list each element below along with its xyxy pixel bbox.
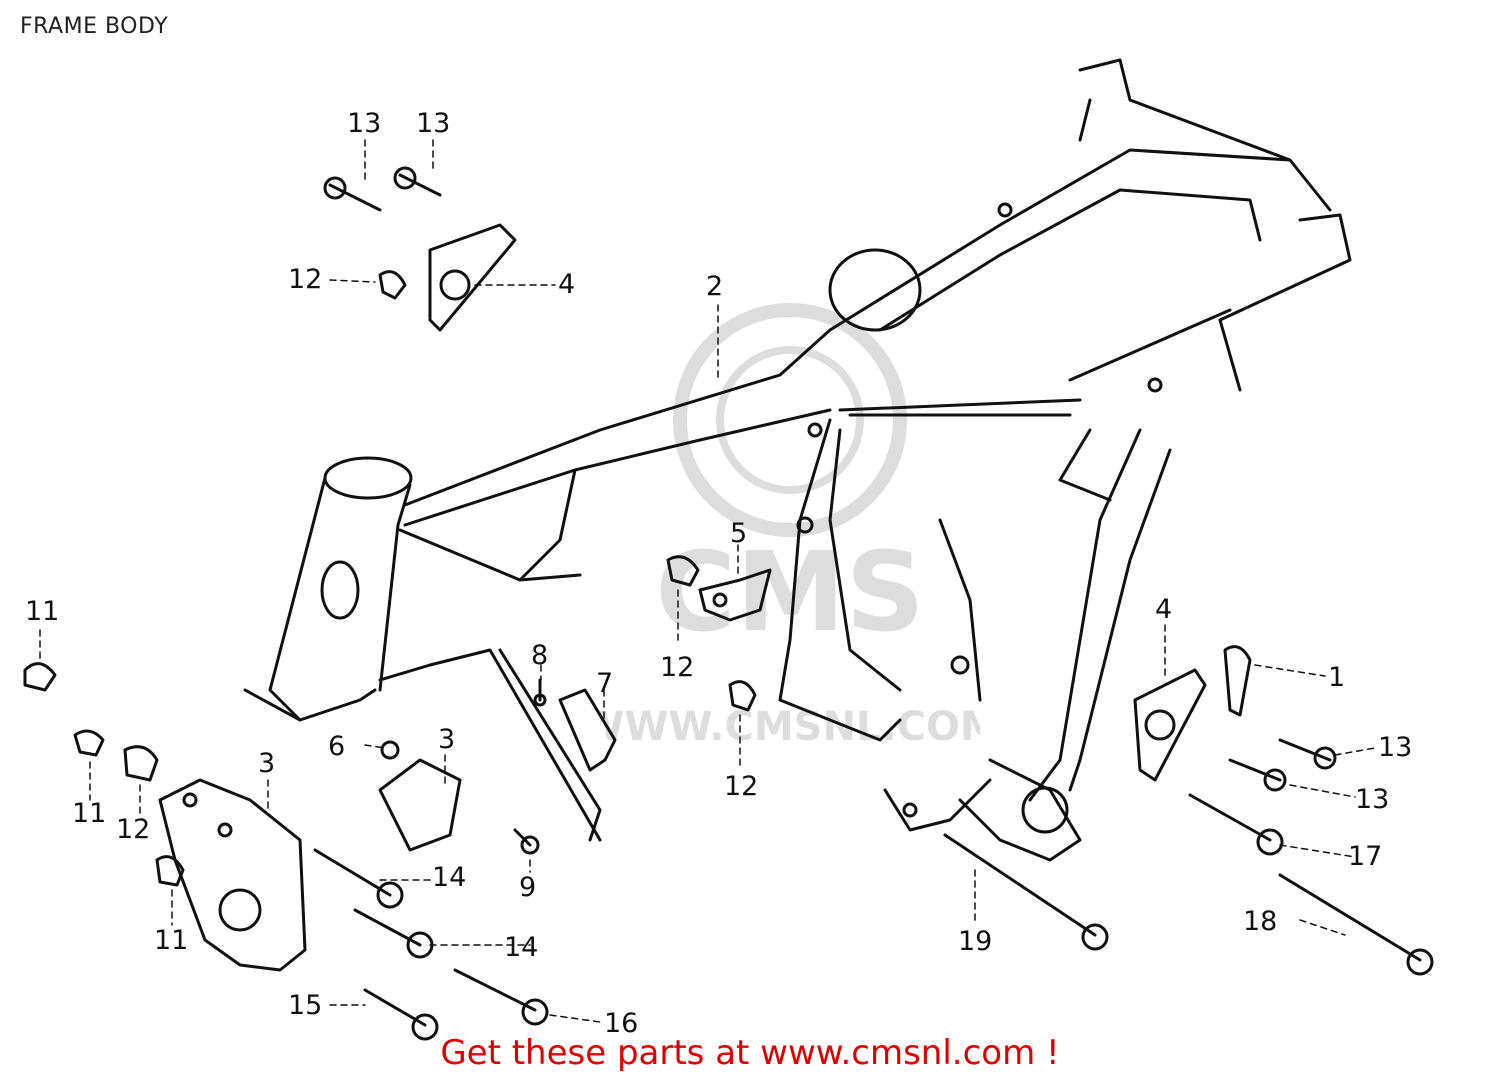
callout-11c: 11 <box>154 925 189 956</box>
part-8-screw <box>533 678 547 707</box>
part-3-bracket <box>158 778 307 972</box>
callout-16: 16 <box>604 1008 639 1039</box>
bolt-items <box>313 166 1434 1041</box>
callout-7: 7 <box>596 668 614 699</box>
callout-12c: 12 <box>724 771 759 802</box>
callout-6: 5 <box>730 518 748 549</box>
part-7-plate <box>558 688 617 772</box>
nut-items <box>23 270 757 887</box>
callout-13c: 13 <box>1378 732 1413 763</box>
callout-8: 8 <box>531 640 549 671</box>
part-10-nut <box>380 740 400 760</box>
callout-11a: 11 <box>25 596 60 627</box>
callout-13a: 13 <box>347 108 382 139</box>
callout-19: 19 <box>958 926 993 957</box>
callout-12b: 12 <box>660 652 695 683</box>
callout-15: 15 <box>288 990 323 1021</box>
callout-2: 2 <box>706 271 724 302</box>
callout-14a: 14 <box>432 862 467 893</box>
callout-10: 6 <box>328 731 346 762</box>
callout-12d: 12 <box>116 814 151 845</box>
part-4-plate-right <box>1133 668 1207 782</box>
callout-3: 3 <box>258 748 276 779</box>
main-frame <box>243 58 1352 862</box>
watermark-url-text: WWW.CMSNL.COM <box>600 704 980 750</box>
callout-4b: 4 <box>1155 594 1173 625</box>
callout-18: 18 <box>1243 906 1278 937</box>
callout-5: 3 <box>438 724 456 755</box>
callout-14b: 14 <box>504 932 539 963</box>
page-title: FRAME BODY <box>20 14 169 39</box>
callout-4a: 4 <box>558 269 576 300</box>
cmsnl-footer-link[interactable]: Get these parts at www.cmsnl.com ! <box>440 1033 1060 1073</box>
callout-17: 17 <box>1348 841 1383 872</box>
part-1-clip <box>1223 645 1252 717</box>
callout-13b: 13 <box>416 108 451 139</box>
callout-13d: 13 <box>1355 784 1390 815</box>
part-6-clamp <box>698 568 772 622</box>
callout-11b: 11 <box>72 798 107 829</box>
leader-lines <box>39 139 1376 1023</box>
part-5-bracket <box>378 758 462 852</box>
callout-1: 1 <box>1328 662 1346 693</box>
part-4-plate-left <box>428 223 517 332</box>
callout-9: 9 <box>519 872 537 903</box>
part-9-screw <box>513 828 540 855</box>
callout-12a: 12 <box>288 264 323 295</box>
